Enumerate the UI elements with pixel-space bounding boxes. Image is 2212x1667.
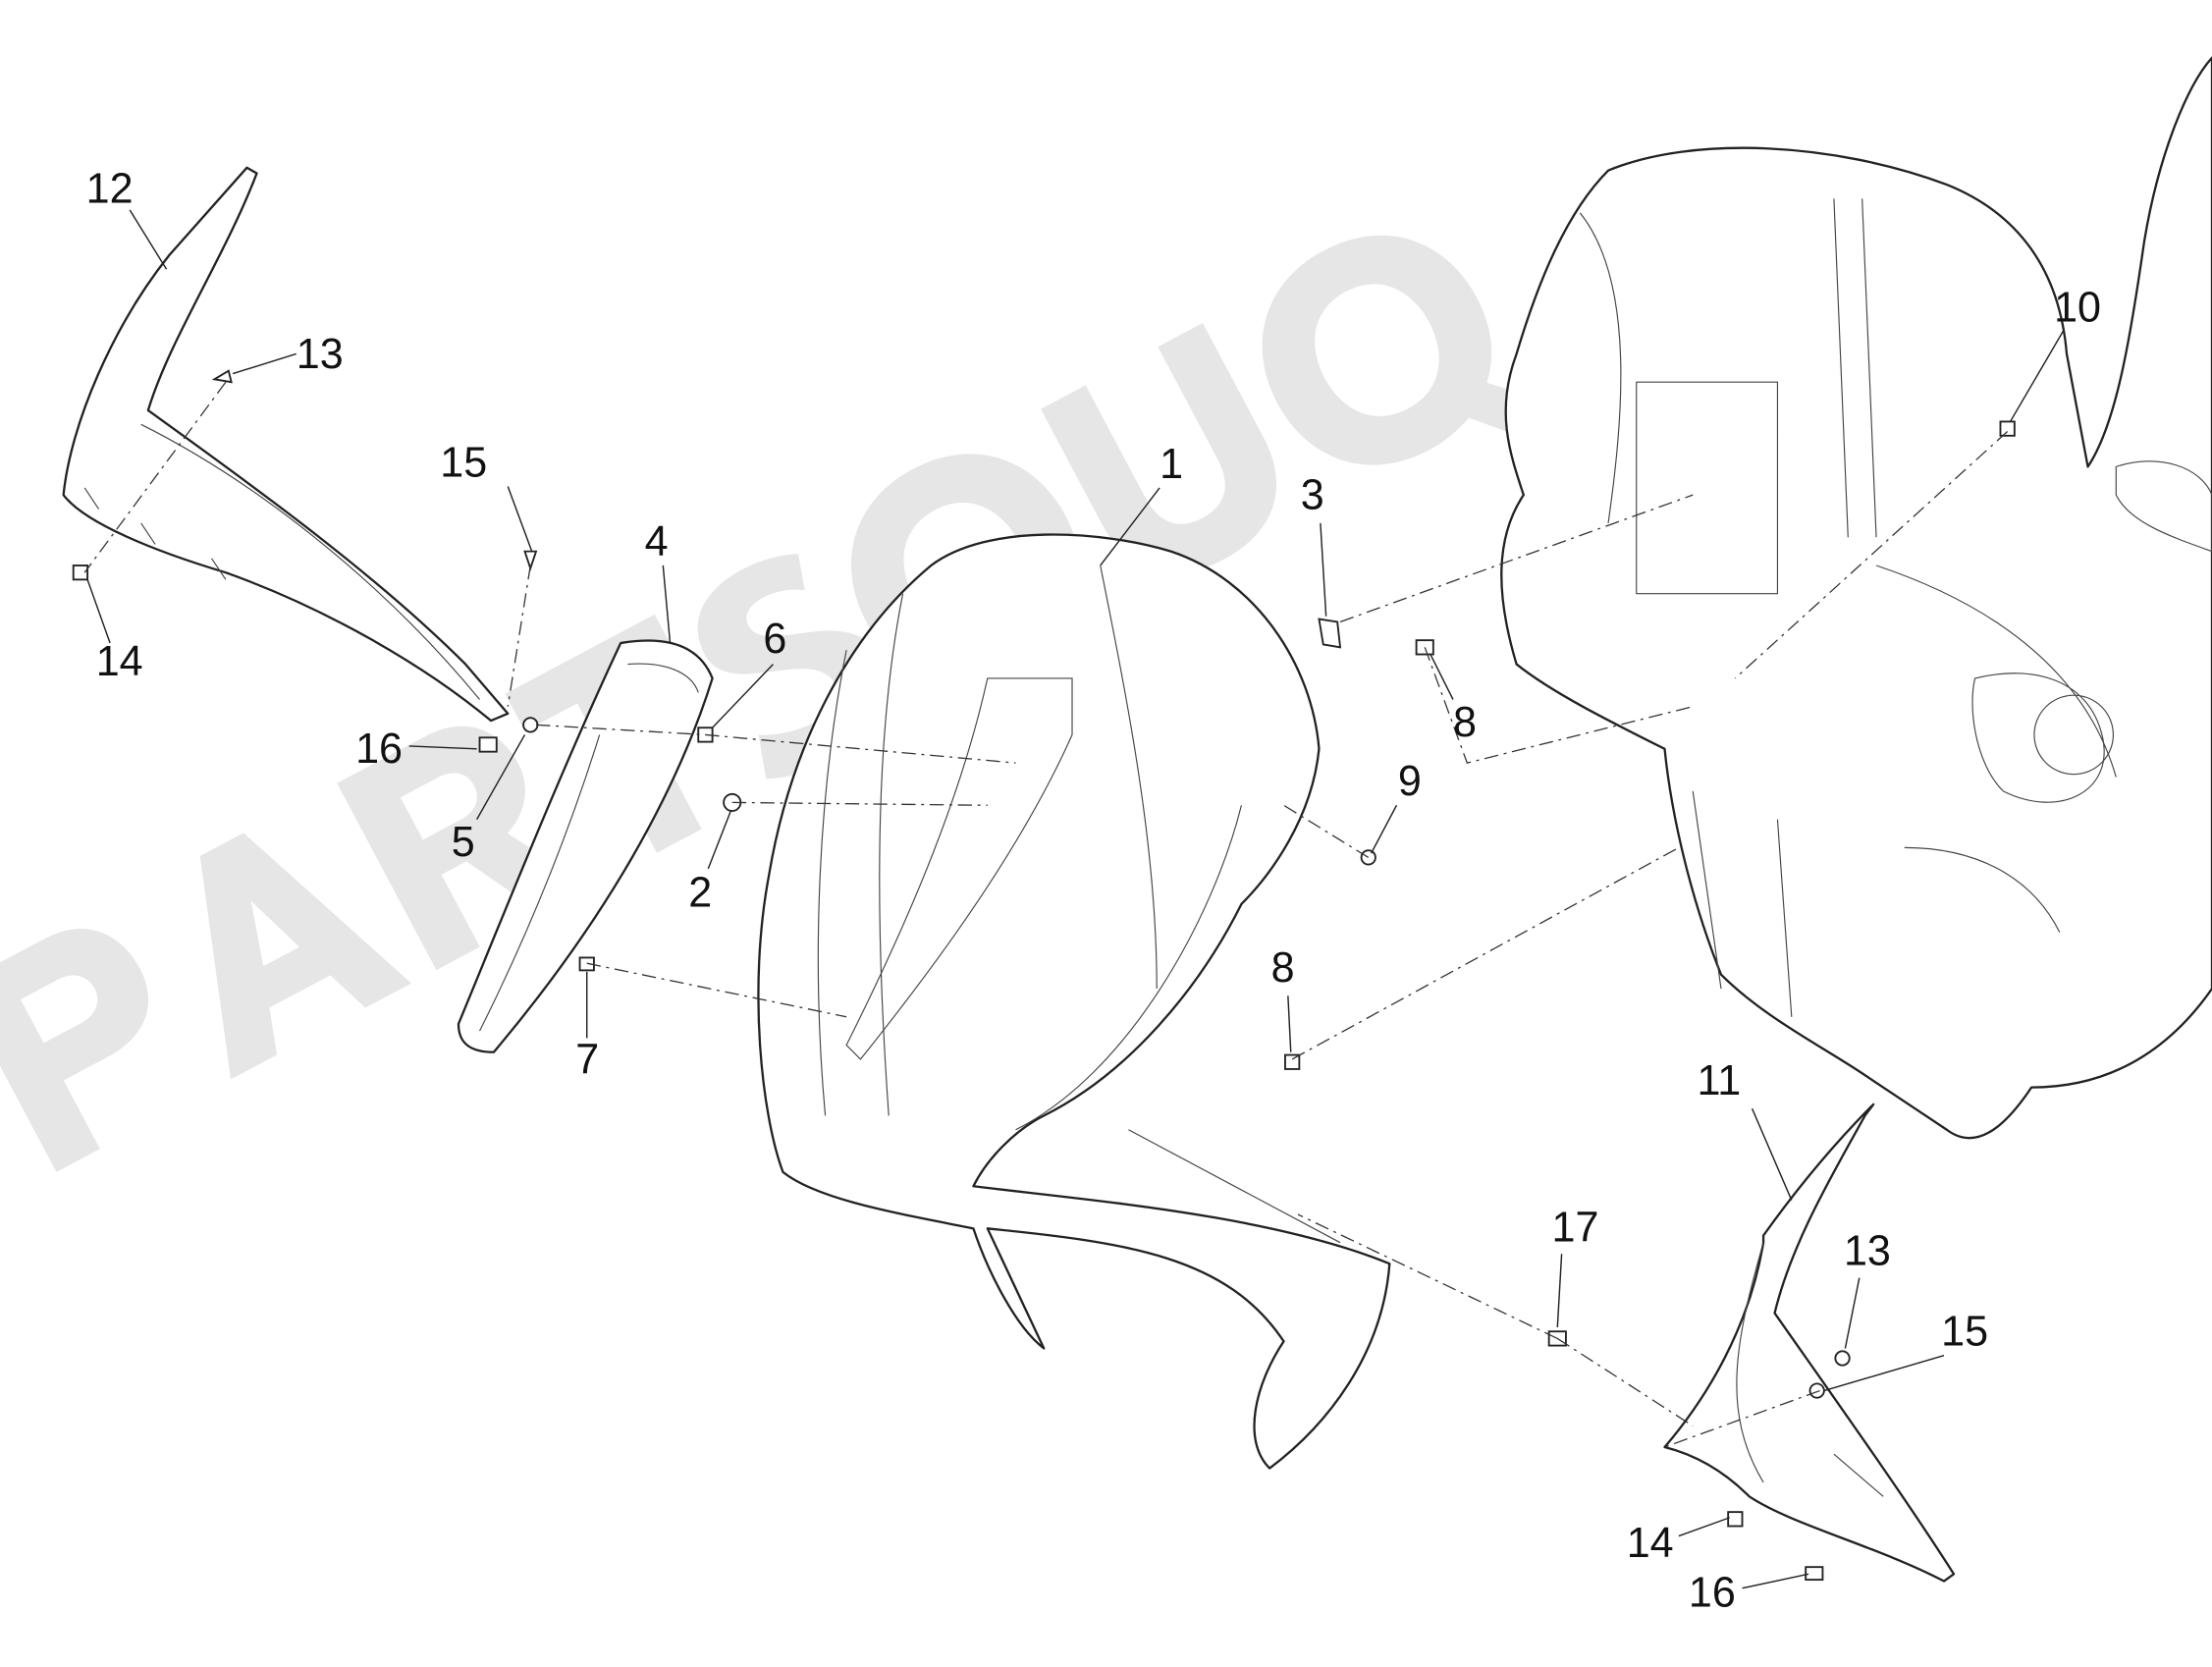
part-4-light-lens <box>457 639 714 1053</box>
callout-9: 9 <box>1398 758 1422 805</box>
callout-13-right: 13 <box>1844 1228 1891 1275</box>
callout-16-left: 16 <box>355 726 403 773</box>
callout-13-left: 13 <box>297 331 344 378</box>
callout-10: 10 <box>2054 284 2101 331</box>
callout-8-lower: 8 <box>1271 944 1295 992</box>
callout-1: 1 <box>1160 441 1183 488</box>
callout-15-right: 15 <box>1941 1309 1988 1356</box>
callout-2: 2 <box>688 870 712 917</box>
part-1-front-shield <box>757 533 1391 1470</box>
callout-6: 6 <box>763 616 786 663</box>
part-12-left-side-trim <box>62 166 510 723</box>
callout-labels: 1 2 3 4 5 6 7 8 8 9 10 11 12 13 13 14 14… <box>86 166 2101 1617</box>
callout-14-right: 14 <box>1627 1520 1674 1567</box>
callout-15-left: 15 <box>440 439 487 486</box>
callout-16-right: 16 <box>1689 1569 1736 1616</box>
callout-12: 12 <box>86 166 134 213</box>
callout-4: 4 <box>645 518 669 565</box>
callout-17: 17 <box>1552 1204 1599 1251</box>
fasteners <box>72 369 2016 1582</box>
callout-5: 5 <box>452 819 475 866</box>
callout-8-upper: 8 <box>1453 699 1477 746</box>
callout-3: 3 <box>1301 472 1324 519</box>
scooter-frame-illustration <box>1500 56 2212 1140</box>
callout-7: 7 <box>575 1036 599 1083</box>
callout-14-left: 14 <box>96 638 143 685</box>
leader-lines <box>86 209 2065 1589</box>
callout-11: 11 <box>1698 1057 1742 1104</box>
assembly-lines <box>83 381 2009 1448</box>
part-11-right-side-trim <box>1663 1102 1956 1583</box>
